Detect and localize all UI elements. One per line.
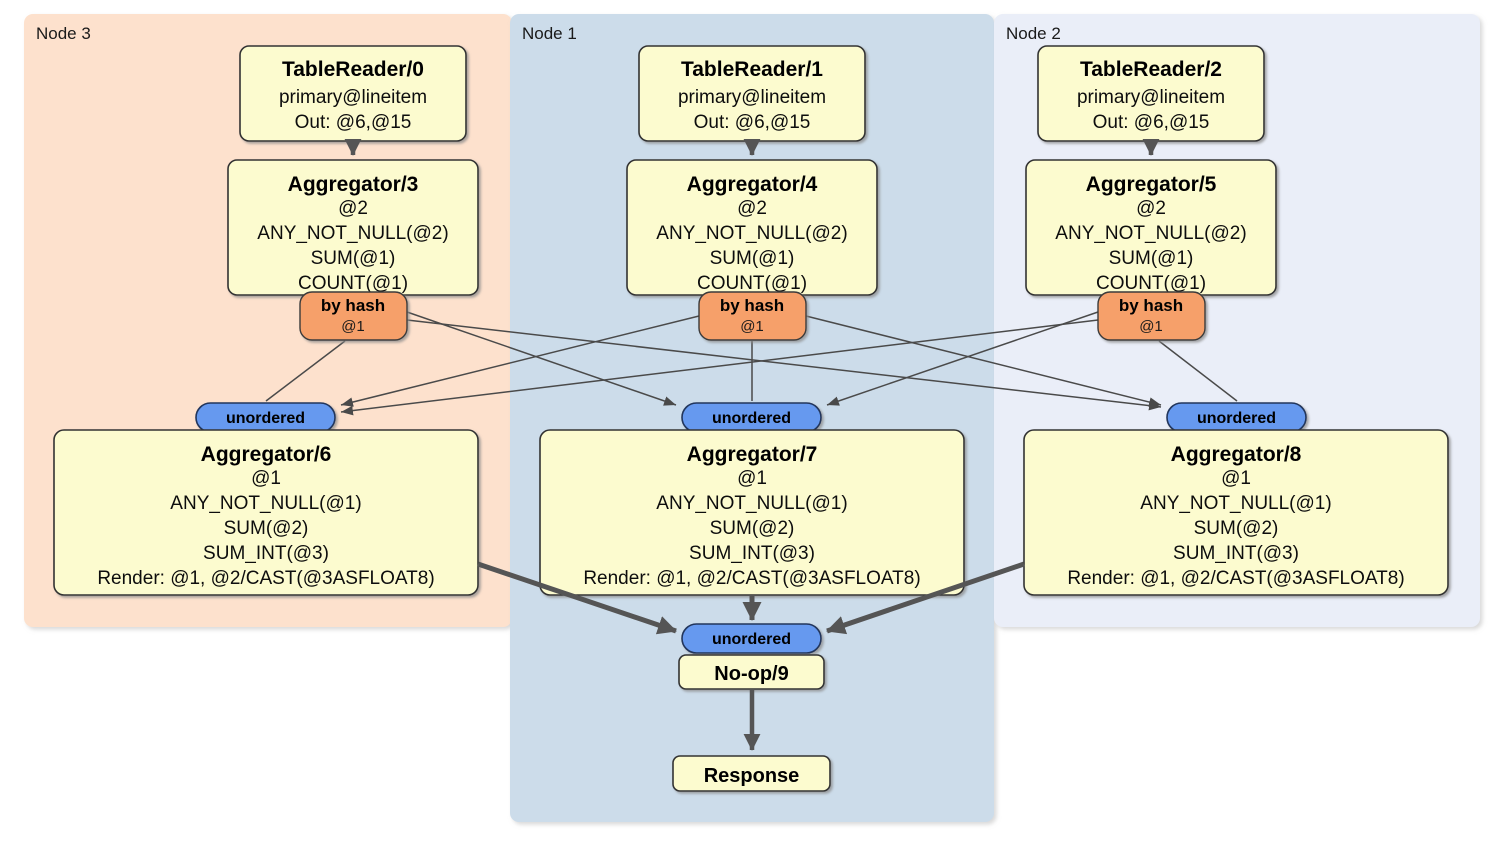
processor-title: Aggregator/8 bbox=[1171, 443, 1302, 466]
panel-label-node1: Node 1 bbox=[522, 24, 577, 43]
processor-tablereader-2[interactable]: TableReader/2 primary@lineitem Out: @6,@… bbox=[1037, 45, 1265, 142]
processor-line: Out: @6,@15 bbox=[1093, 112, 1210, 133]
router-column-label: @1 bbox=[1139, 318, 1163, 335]
processor-title: TableReader/2 bbox=[1080, 58, 1222, 81]
panel-label-node2: Node 2 bbox=[1006, 24, 1061, 43]
final-aggregators: Aggregator/6 @1 ANY_NOT_NULL(@1) SUM(@2)… bbox=[53, 429, 1449, 596]
input-synchronizer-label: unordered bbox=[712, 410, 791, 427]
processor-line: Out: @6,@15 bbox=[694, 112, 811, 133]
processor-title: No-op/9 bbox=[714, 663, 788, 685]
response-chain: unordered No-op/9 Response bbox=[672, 623, 831, 792]
processor-line: SUM_INT(@3) bbox=[1173, 543, 1299, 564]
edge-agg6-to-un9 bbox=[477, 561, 677, 635]
processor-line: @1 bbox=[737, 468, 767, 489]
processor-line: SUM(@1) bbox=[710, 248, 795, 269]
edge-hash4-to-un6 bbox=[340, 315, 700, 407]
processor-line: ANY_NOT_NULL(@1) bbox=[656, 493, 847, 514]
processor-line: primary@lineitem bbox=[678, 87, 826, 108]
input-synchronizer-un9[interactable]: unordered bbox=[681, 623, 822, 654]
edge-hash5-to-un7 bbox=[826, 311, 1099, 406]
processor-line: COUNT(@1) bbox=[1096, 273, 1206, 294]
edge-hash4-to-un8 bbox=[805, 315, 1162, 407]
processor-title: Aggregator/6 bbox=[201, 443, 332, 466]
router-column-label: @1 bbox=[341, 318, 365, 335]
processor-line: ANY_NOT_NULL(@2) bbox=[656, 223, 847, 244]
input-synchronizer-un7[interactable]: unordered bbox=[681, 402, 822, 433]
processor-line: @1 bbox=[251, 468, 281, 489]
edge-agg8-to-un9 bbox=[826, 561, 1025, 635]
processor-line: @2 bbox=[737, 198, 767, 219]
processor-line: Render: @1, @2/CAST(@3ASFLOAT8) bbox=[97, 568, 434, 589]
processor-line: @2 bbox=[338, 198, 368, 219]
router-type-label: by hash bbox=[720, 296, 784, 315]
panel-label-node3: Node 3 bbox=[36, 24, 91, 43]
processor-line: primary@lineitem bbox=[1077, 87, 1225, 108]
output-router-hash-5[interactable]: by hash @1 bbox=[1097, 291, 1206, 341]
router-column-label: @1 bbox=[740, 318, 764, 335]
router-type-label: by hash bbox=[321, 296, 385, 315]
processor-aggregator-3[interactable]: Aggregator/3 @2 ANY_NOT_NULL(@2) SUM(@1)… bbox=[227, 159, 479, 296]
processor-aggregator-5[interactable]: Aggregator/5 @2 ANY_NOT_NULL(@2) SUM(@1)… bbox=[1025, 159, 1277, 296]
processor-line: ANY_NOT_NULL(@1) bbox=[170, 493, 361, 514]
processor-line: primary@lineitem bbox=[279, 87, 427, 108]
processor-title: TableReader/1 bbox=[681, 58, 823, 81]
processor-title: Aggregator/4 bbox=[687, 173, 818, 196]
processor-line: ANY_NOT_NULL(@1) bbox=[1140, 493, 1331, 514]
processor-title: Response bbox=[704, 765, 800, 787]
processor-line: Out: @6,@15 bbox=[295, 112, 412, 133]
edge-hash5-to-un8 bbox=[1158, 340, 1238, 402]
processor-line: ANY_NOT_NULL(@2) bbox=[1055, 223, 1246, 244]
processor-line: COUNT(@1) bbox=[298, 273, 408, 294]
processor-tablereader-0[interactable]: TableReader/0 primary@lineitem Out: @6,@… bbox=[239, 45, 467, 142]
processor-aggregator-4[interactable]: Aggregator/4 @2 ANY_NOT_NULL(@2) SUM(@1)… bbox=[626, 159, 878, 296]
processor-title: Aggregator/3 bbox=[288, 173, 419, 196]
output-router-hash-4[interactable]: by hash @1 bbox=[698, 291, 807, 341]
output-router-hash-3[interactable]: by hash @1 bbox=[299, 291, 408, 341]
processor-line: SUM(@1) bbox=[1109, 248, 1194, 269]
input-synchronizer-label: unordered bbox=[1197, 410, 1276, 427]
processor-line: Render: @1, @2/CAST(@3ASFLOAT8) bbox=[583, 568, 920, 589]
processor-response[interactable]: Response bbox=[672, 755, 831, 792]
edge-hash3-to-un7 bbox=[406, 311, 677, 406]
processor-line: @2 bbox=[1136, 198, 1166, 219]
processor-line: SUM(@2) bbox=[224, 518, 309, 539]
processor-line: COUNT(@1) bbox=[697, 273, 807, 294]
processor-aggregator-6[interactable]: Aggregator/6 @1 ANY_NOT_NULL(@1) SUM(@2)… bbox=[53, 429, 479, 596]
hash-to-unordered-edges bbox=[265, 311, 1238, 416]
processor-title: Aggregator/5 bbox=[1086, 173, 1217, 196]
processor-title: Aggregator/7 bbox=[687, 443, 818, 466]
input-synchronizer-un8[interactable]: unordered bbox=[1166, 402, 1307, 433]
processor-line: SUM(@2) bbox=[1194, 518, 1279, 539]
unordered-input-synchronizers: unordered unordered unordered bbox=[195, 402, 1307, 433]
router-type-label: by hash bbox=[1119, 296, 1183, 315]
processor-line: SUM(@2) bbox=[710, 518, 795, 539]
processor-aggregator-8[interactable]: Aggregator/8 @1 ANY_NOT_NULL(@1) SUM(@2)… bbox=[1023, 429, 1449, 596]
processor-noop-9[interactable]: No-op/9 bbox=[678, 654, 825, 690]
processor-line: Render: @1, @2/CAST(@3ASFLOAT8) bbox=[1067, 568, 1404, 589]
input-synchronizer-label: unordered bbox=[712, 631, 791, 648]
processor-boxes: TableReader/0 primary@lineitem Out: @6,@… bbox=[227, 45, 1277, 296]
processor-aggregator-7[interactable]: Aggregator/7 @1 ANY_NOT_NULL(@1) SUM(@2)… bbox=[539, 429, 965, 596]
processor-line: SUM_INT(@3) bbox=[689, 543, 815, 564]
processor-line: SUM(@1) bbox=[311, 248, 396, 269]
edge-hash3-to-un6 bbox=[265, 340, 346, 402]
edge-hash5-to-un6 bbox=[340, 319, 1099, 416]
processor-title: TableReader/0 bbox=[282, 58, 424, 81]
hash-output-routers: by hash @1 by hash @1 by hash @1 bbox=[299, 291, 1206, 341]
final-merge-edges bbox=[477, 561, 1025, 635]
input-synchronizer-un6[interactable]: unordered bbox=[195, 402, 336, 433]
processor-line: ANY_NOT_NULL(@2) bbox=[257, 223, 448, 244]
input-synchronizer-label: unordered bbox=[226, 410, 305, 427]
processor-line: @1 bbox=[1221, 468, 1251, 489]
edge-hash3-to-un8 bbox=[406, 319, 1162, 411]
processor-tablereader-1[interactable]: TableReader/1 primary@lineitem Out: @6,@… bbox=[638, 45, 866, 142]
processor-line: SUM_INT(@3) bbox=[203, 543, 329, 564]
